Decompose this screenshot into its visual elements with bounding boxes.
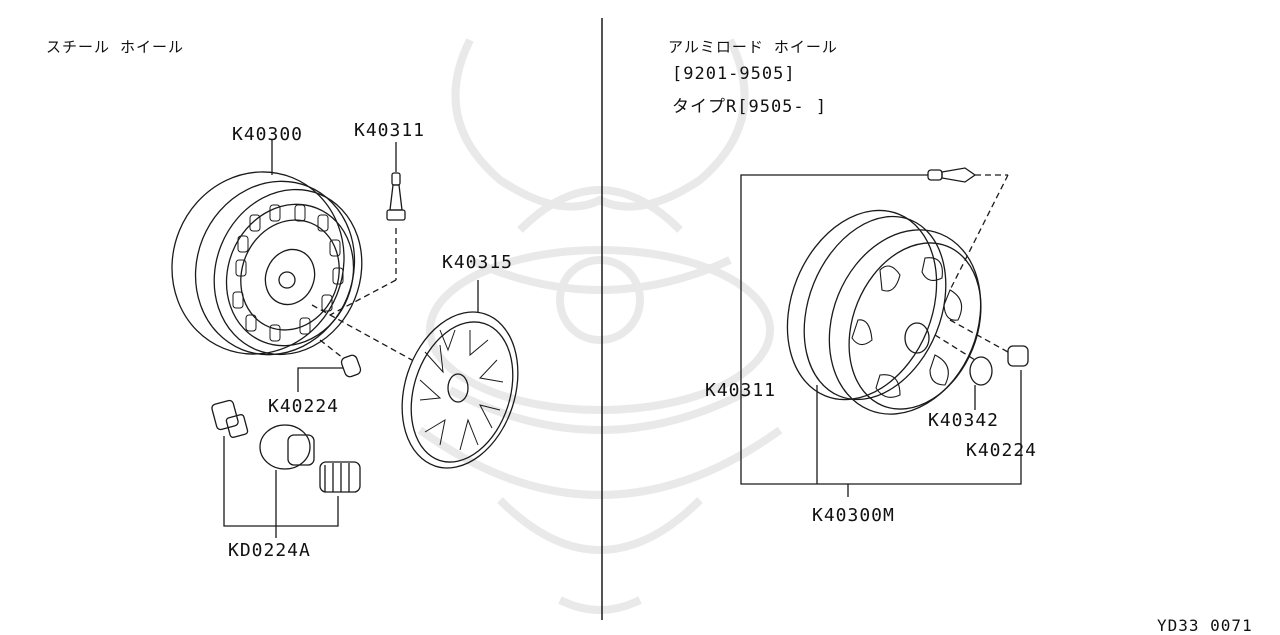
alloy-type-note: タイプR[9505- ] xyxy=(672,97,828,117)
part-label-alloy-nut[interactable]: K40224 xyxy=(966,440,1038,461)
footer-code: YD33 0071 xyxy=(1157,616,1253,635)
wheel-cover-drawing xyxy=(311,280,519,469)
part-label-valve[interactable]: K40311 xyxy=(354,120,426,141)
part-label-lock-set[interactable]: KD0224A xyxy=(228,540,311,561)
alloy-period: [9201-9505] xyxy=(672,64,796,84)
steel-wheel-drawing xyxy=(171,140,363,356)
wheel-nut-drawing xyxy=(297,339,362,392)
part-label-nut[interactable]: K40224 xyxy=(268,396,340,417)
steel-wheel-title: スチール ホイール xyxy=(46,38,185,56)
part-label-cover[interactable]: K40315 xyxy=(442,252,514,273)
watermark-crest xyxy=(417,38,783,614)
part-label-wheel[interactable]: K40300 xyxy=(232,124,304,145)
valve-stem-drawing xyxy=(329,142,406,316)
part-label-alloy-valve[interactable]: K40311 xyxy=(705,380,777,401)
alloy-wheel-title: アルミロード ホイール xyxy=(668,38,838,56)
lock-nut-set-drawing xyxy=(211,399,361,538)
part-label-wheel-assy[interactable]: K40300M xyxy=(812,505,895,526)
alloy-wheel-drawing xyxy=(786,209,982,484)
center-cap-drawing xyxy=(934,334,993,410)
alloy-nut-drawing xyxy=(847,319,1029,497)
part-label-cap[interactable]: K40342 xyxy=(928,410,1000,431)
alloy-valve-drawing xyxy=(740,167,1022,485)
